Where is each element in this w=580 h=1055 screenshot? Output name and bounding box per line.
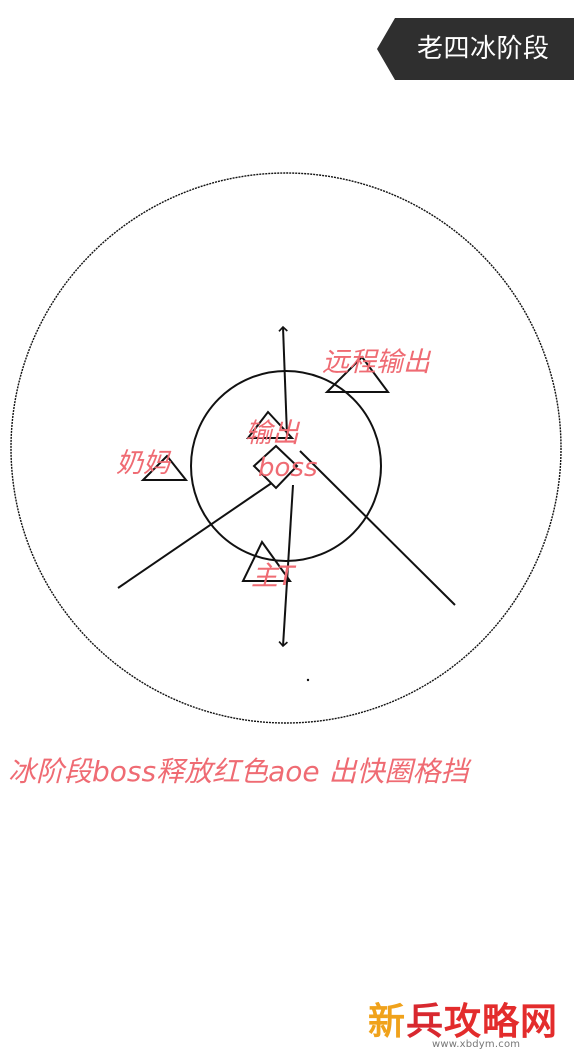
watermark-logo-part3: 攻略网 xyxy=(444,1000,558,1043)
right-cone-line xyxy=(299,450,456,606)
downward-arrow xyxy=(278,484,294,648)
healer-label: 奶妈 xyxy=(116,448,172,479)
melee-dps-label: 输出 xyxy=(245,418,301,449)
upward-arrow xyxy=(278,325,288,436)
left-cone-line xyxy=(117,477,280,589)
healer-triangle xyxy=(140,454,189,481)
tiny-dot-mark xyxy=(306,678,310,682)
boss-diamond-marker xyxy=(252,444,299,490)
tank-triangle xyxy=(241,540,292,582)
ranged-dps-label: 远程输出 xyxy=(322,347,432,378)
site-watermark: 新兵攻略网 www.xbdym.com xyxy=(368,998,576,1052)
watermark-logo: 新兵攻略网 xyxy=(368,998,558,1046)
watermark-logo-part1: 新 xyxy=(368,1000,406,1043)
strategy-caption: 冰阶段boss释放红色aoe 出快圈格挡 xyxy=(8,755,469,788)
stage-badge: 老四冰阶段 xyxy=(377,18,574,80)
tank-label: 主T xyxy=(251,561,297,592)
melee-dps-triangle xyxy=(245,410,295,439)
stage-badge-label: 老四冰阶段 xyxy=(417,34,550,64)
watermark-logo-part2: 兵 xyxy=(406,1000,444,1043)
arena-boundary-circle xyxy=(10,172,562,724)
boss-label: boss xyxy=(258,453,318,483)
watermark-url: www.xbdym.com xyxy=(432,1039,521,1050)
boss-hitbox-circle xyxy=(190,370,382,562)
ranged-dps-triangle xyxy=(324,355,390,393)
